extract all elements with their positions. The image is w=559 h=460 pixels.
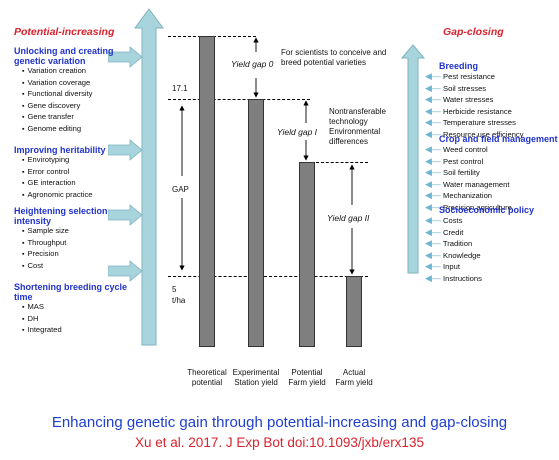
- list-item: ◀— Soil stresses: [425, 82, 487, 93]
- unit-label: t/ha: [172, 296, 186, 305]
- list-item: Error control: [22, 167, 136, 179]
- list-item: Functional diversity: [22, 89, 136, 101]
- list-item: DH: [22, 314, 136, 326]
- arrow-left-icon: ◀—: [425, 238, 441, 249]
- list-item: ◀— Herbicide resistance: [425, 105, 512, 116]
- group-title: Shortening breeding cycle time: [14, 282, 128, 302]
- bar-experimental-station: [248, 99, 264, 347]
- list-item: ◀— Knowledge: [425, 249, 481, 260]
- arrow-left-icon: ◀—: [425, 201, 441, 212]
- group-title: Socioeconomic policy: [439, 205, 535, 215]
- group-title: Heightening selection intensity: [14, 206, 108, 226]
- arrow-left-icon: ◀—: [425, 71, 441, 81]
- list-item: ◀— Water stresses: [425, 94, 494, 105]
- arrow-left-icon: ◀—: [425, 167, 441, 178]
- list-item: ◀— Tradition: [425, 238, 473, 249]
- bar-potential-farm: [299, 162, 315, 347]
- list-item: ◀— Precision agriculture: [425, 201, 512, 212]
- bar-label-experimental: Experimental Station yield: [232, 368, 280, 387]
- list-item: ◀— Pest resistance: [425, 71, 495, 81]
- yield-gap-1-label: Yield gap I: [277, 127, 318, 137]
- arrow-left-icon: ◀—: [425, 249, 441, 260]
- bar-actual-farm: [346, 276, 362, 347]
- yield-gap-0-label: Yield gap 0: [231, 59, 274, 69]
- potential-increasing-arrow: [134, 8, 164, 346]
- list-item: Gene transfer: [22, 112, 136, 124]
- arrow-left-icon: ◀—: [425, 272, 441, 283]
- list-item: ◀— Credit: [425, 226, 464, 237]
- arrow-left-icon: ◀—: [425, 117, 441, 128]
- group-title: Crop and field management: [439, 134, 558, 144]
- arrow-left-icon: ◀—: [425, 190, 441, 201]
- left-group-selection-intensity: Heightening selection intensity Sample s…: [14, 206, 136, 272]
- potential-increasing-heading: Potential-increasing: [14, 26, 115, 38]
- value-bottom: 5: [172, 285, 177, 294]
- arrow-left-icon: ◀—: [425, 226, 441, 237]
- bar-label-theoretical: Theoretical potential: [187, 368, 227, 387]
- bar-label-actual-farm: Actual Farm yield: [335, 368, 373, 387]
- yield-gap-2-label: Yield gap II: [327, 213, 370, 223]
- gap-label: GAP: [172, 185, 189, 194]
- note-yield-gap-1: Nontransferable technology Environmental…: [329, 107, 386, 146]
- list-item: ◀— Weed control: [425, 144, 488, 154]
- bar-theoretical-potential: [199, 36, 215, 347]
- arrow-left-icon: ◀—: [425, 82, 441, 93]
- list-item: Variation coverage: [22, 78, 136, 90]
- group-title: Breeding: [439, 61, 479, 71]
- arrow-left-icon: ◀—: [425, 128, 441, 139]
- arrow-left-icon: ◀—: [425, 261, 441, 272]
- right-group-socioeconomic: Socioeconomic policy ◀— Costs ◀— Credit …: [425, 205, 534, 285]
- left-group-genetic-variation: Unlocking and creating genetic variation…: [14, 46, 136, 136]
- list-item: Sample size: [22, 226, 136, 238]
- right-group-breeding: Breeding ◀— Pest resistance ◀— Soil stre…: [425, 61, 524, 141]
- figure-caption: Enhancing genetic gain through potential…: [51, 414, 508, 431]
- arrow-left-icon: ◀—: [425, 215, 441, 225]
- list-item: ◀— Instructions: [425, 272, 482, 283]
- list-item: ◀— Costs: [425, 215, 463, 225]
- list-item: Precision: [22, 249, 136, 261]
- note-yield-gap-0: For scientists to conceive and breed pot…: [281, 48, 387, 67]
- dashed-line-potential-farm: [316, 162, 368, 163]
- list-item: ◀— Mechanization: [425, 190, 493, 201]
- arrow-left-icon: ◀—: [425, 155, 441, 166]
- list-item: Genome editing: [22, 124, 136, 136]
- group-title: Improving heritability: [14, 145, 106, 155]
- list-item: ◀— Input: [425, 261, 460, 272]
- dashed-line-actual: [168, 276, 368, 277]
- list-item: ◀— Water management: [425, 178, 510, 189]
- dashed-line-experimental: [168, 99, 310, 100]
- list-item: Cost: [22, 261, 136, 273]
- group-title: Unlocking and creating genetic variation: [14, 46, 114, 66]
- gap-closing-arrow: [401, 44, 425, 274]
- left-group-breeding-cycle: Shortening breeding cycle time MAS DH In…: [14, 282, 136, 337]
- arrow-left-icon: ◀—: [425, 144, 441, 154]
- list-item: ◀— Pest control: [425, 155, 484, 166]
- list-item: Agronomic practice: [22, 190, 136, 202]
- left-group-heritability: Improving heritability Envirotyping Erro…: [14, 145, 136, 201]
- bar-label-potential-farm: Potential Farm yield: [288, 368, 326, 387]
- list-item: GE interaction: [22, 178, 136, 190]
- list-item: MAS: [22, 302, 136, 314]
- list-item: Integrated: [22, 325, 136, 337]
- list-item: Envirotyping: [22, 155, 136, 167]
- list-item: ◀— Temperature stresses: [425, 117, 516, 128]
- value-top: 17.1: [172, 84, 188, 93]
- list-item: Gene discovery: [22, 101, 136, 113]
- arrow-left-icon: ◀—: [425, 94, 441, 105]
- list-item: Throughput: [22, 238, 136, 250]
- list-item: ◀— Resource use efficiency: [425, 128, 524, 139]
- gap-closing-heading: Gap-closing: [443, 26, 504, 38]
- arrow-left-icon: ◀—: [425, 105, 441, 116]
- list-item: ◀— Soil fertility: [425, 167, 480, 178]
- figure-citation: Xu et al. 2017. J Exp Bot doi:10.1093/jx…: [135, 435, 424, 450]
- list-item: Variation creation: [22, 66, 136, 78]
- gap-arrows: [179, 37, 355, 275]
- right-group-crop-field: Crop and field management ◀— Weed contro…: [425, 134, 558, 214]
- arrow-left-icon: ◀—: [425, 178, 441, 189]
